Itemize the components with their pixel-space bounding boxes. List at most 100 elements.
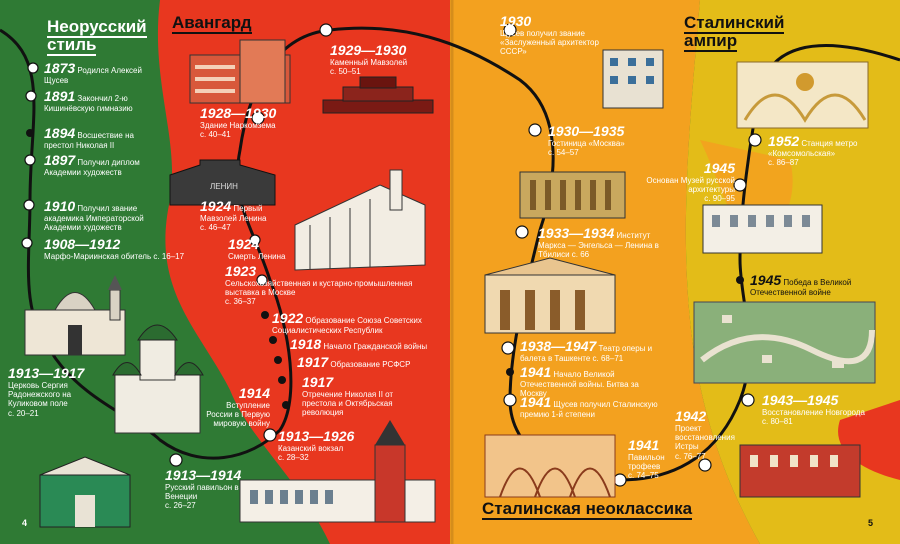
event-1913-church: 1913—1917 Церковь Сергия Радонежского на… bbox=[8, 365, 103, 418]
event-year: 1929—1930 bbox=[330, 42, 407, 58]
event-page: с. 66 bbox=[571, 250, 590, 260]
section-title-neorussian: Неорусский стиль bbox=[47, 17, 147, 56]
event-1917-rsfsr: 1917 Образование РСФСР bbox=[297, 354, 427, 370]
page-number-right: 5 bbox=[868, 518, 874, 528]
event-year: 1933—1934 bbox=[538, 225, 615, 241]
narkomzem-moscow-hotel-tower-illustration bbox=[602, 49, 664, 109]
event-text: Смерть Ленина bbox=[228, 252, 286, 262]
event-year: 1930 bbox=[500, 13, 532, 29]
event-year: 1952 bbox=[768, 133, 800, 149]
event-year: 1930—1935 bbox=[548, 123, 625, 139]
exhibition-pavilion-illustration bbox=[294, 169, 426, 271]
event-1929: 1929—1930 Каменный Мавзолей с. 50–51 bbox=[330, 42, 440, 76]
event-text: Восшествие на престол Николая II bbox=[44, 131, 134, 151]
event-text: Театр оперы и балета в Ташкенте bbox=[520, 344, 653, 364]
event-1922: 1922 Образование Союза Советских Социали… bbox=[272, 310, 437, 335]
event-year: 1913—1914 bbox=[165, 467, 242, 483]
event-page: с. 50–51 bbox=[330, 67, 361, 77]
event-year: 1941 bbox=[628, 437, 660, 453]
event-page: с. 86–87 bbox=[768, 158, 799, 168]
event-page: с. 36–37 bbox=[225, 297, 256, 307]
section-title-stalin-empire: Сталинский ампир bbox=[684, 13, 785, 52]
event-1924-mausoleum: 1924 Первый Мавзолей Ленина с. 46–47 bbox=[200, 198, 280, 232]
event-text: Сельскохозяйственная и кустарно-промышле… bbox=[225, 279, 413, 298]
event-text: Образование Союза Советских Социалистиче… bbox=[272, 316, 422, 336]
event-year: 1913—1917 bbox=[8, 365, 85, 381]
tashkent-theatre-illustration bbox=[484, 257, 616, 334]
section-title-line: стиль bbox=[47, 35, 97, 56]
event-text: Вступление России в Первую мировую войну bbox=[206, 401, 270, 429]
event-1943: 1943—1945 Восстановление Новгорода с. 80… bbox=[762, 392, 887, 426]
event-1924-death: 1924 Смерть Ленина bbox=[228, 236, 298, 261]
event-1941-pavilion: 1941 Павильон трофеев с. 74–75 bbox=[628, 437, 688, 481]
event-1928: 1928—1930 Здание Наркомзема с. 40–41 bbox=[200, 105, 310, 139]
event-year: 1894 bbox=[44, 125, 76, 141]
moscow-hotel-illustration bbox=[519, 171, 626, 219]
event-year: 1924 bbox=[200, 198, 232, 214]
event-text: Начало Гражданской войны bbox=[323, 342, 428, 351]
event-text: Павильон трофеев bbox=[628, 453, 665, 472]
section-title-line: Сталинский bbox=[684, 13, 785, 34]
page-number-left: 4 bbox=[22, 518, 28, 528]
event-text: Начало Великой Отечественной войны. Битв… bbox=[520, 370, 639, 399]
lenin-inscription: ЛЕНИН bbox=[210, 182, 238, 191]
event-year: 1913—1926 bbox=[278, 428, 355, 444]
event-year: 1945 bbox=[750, 272, 782, 288]
marfo-mariinsky-convent-illustration bbox=[24, 275, 126, 356]
event-page: с. 74–75 bbox=[628, 471, 659, 481]
event-1945-victory: 1945 Победа в Великой Отечественной войн… bbox=[750, 272, 860, 297]
event-1930-title: 1930 Щусев получил звание «Заслуженный а… bbox=[500, 13, 610, 57]
venice-pavilion-illustration bbox=[39, 456, 131, 528]
event-1891: 1891 Закончил 2-ю Кишинёвскую гимназию bbox=[44, 88, 169, 113]
event-text: Щусев получил Сталинскую премию 1-й степ… bbox=[520, 400, 658, 420]
event-page: с. 16–17 bbox=[153, 252, 185, 262]
narkomzem-building-illustration bbox=[189, 39, 291, 104]
event-text: Образование РСФСР bbox=[330, 360, 411, 369]
event-page: с. 28–32 bbox=[278, 453, 309, 463]
event-year: 1943—1945 bbox=[762, 392, 839, 408]
event-text: Первый Мавзолей Ленина bbox=[200, 204, 267, 224]
first-mausoleum-illustration: ЛЕНИН bbox=[169, 159, 276, 206]
event-1938: 1938—1947 Театр оперы и балета в Ташкент… bbox=[520, 338, 670, 363]
event-1908: 1908—1912 Марфо-Мариинская обитель с. 16… bbox=[44, 236, 204, 261]
event-1910: 1910 Получил звание академика Императорс… bbox=[44, 198, 164, 232]
section-title-stalin-neoclassic: Сталинская неоклассика bbox=[482, 499, 693, 520]
event-year: 1922 bbox=[272, 310, 304, 326]
event-text: Станция метро «Комсомольская» bbox=[768, 139, 858, 159]
event-year: 1938—1947 bbox=[520, 338, 597, 354]
event-text: Родился Алексей Щусев bbox=[44, 66, 142, 86]
kulikovo-church-illustration bbox=[112, 324, 204, 434]
event-year: 1942 bbox=[675, 408, 707, 424]
event-year: 1917 bbox=[297, 354, 329, 370]
event-year: 1924 bbox=[228, 236, 260, 252]
event-1894: 1894 Восшествие на престол Николая II bbox=[44, 125, 149, 150]
event-page: с. 68–71 bbox=[592, 354, 624, 364]
event-year: 1897 bbox=[44, 152, 76, 168]
event-1933: 1933—1934 Институт Маркса — Энгельса — Л… bbox=[538, 225, 678, 259]
komsomolskaya-metro-illustration bbox=[736, 61, 869, 129]
stone-mausoleum-illustration bbox=[322, 76, 434, 114]
event-1897: 1897 Получил диплом Академии художеств bbox=[44, 152, 159, 177]
event-year: 1908—1912 bbox=[44, 236, 121, 252]
event-year: 1917 bbox=[302, 374, 334, 390]
event-year: 1910 bbox=[44, 198, 76, 214]
event-page: с. 26–27 bbox=[165, 501, 196, 511]
event-1923: 1923 Сельскохозяйственная и кустарно-про… bbox=[225, 263, 415, 307]
event-1945-museum: 1945 Основан Музей русской архитектуры с… bbox=[640, 160, 735, 204]
istra-plan-illustration bbox=[693, 301, 876, 384]
event-text: Восстановление Новгорода bbox=[762, 408, 865, 418]
event-1941-prize: 1941 Щусев получил Сталинскую премию 1-й… bbox=[520, 394, 665, 419]
event-text: Получил диплом Академии художеств bbox=[44, 158, 140, 178]
architecture-museum-illustration bbox=[702, 204, 823, 254]
novgorod-restoration-illustration bbox=[739, 444, 861, 498]
event-text: Каменный Мавзолей bbox=[330, 58, 408, 68]
event-1913-venice: 1913—1914 Русский павильон в Венеции с. … bbox=[165, 467, 255, 511]
event-text: Здание Наркомзема bbox=[200, 121, 276, 131]
event-text: Церковь Сергия Радонежского на Куликовом… bbox=[8, 381, 72, 409]
event-text: Русский павильон в Венеции bbox=[165, 483, 239, 502]
section-title-line: Сталинская неоклассика bbox=[482, 499, 693, 520]
event-year: 1923 bbox=[225, 263, 257, 279]
event-page: с. 76–77 bbox=[675, 451, 706, 461]
event-1930-hotel: 1930—1935 Гостиница «Москва» с. 54–57 bbox=[548, 123, 658, 157]
event-1918: 1918 Начало Гражданской войны bbox=[290, 336, 440, 352]
